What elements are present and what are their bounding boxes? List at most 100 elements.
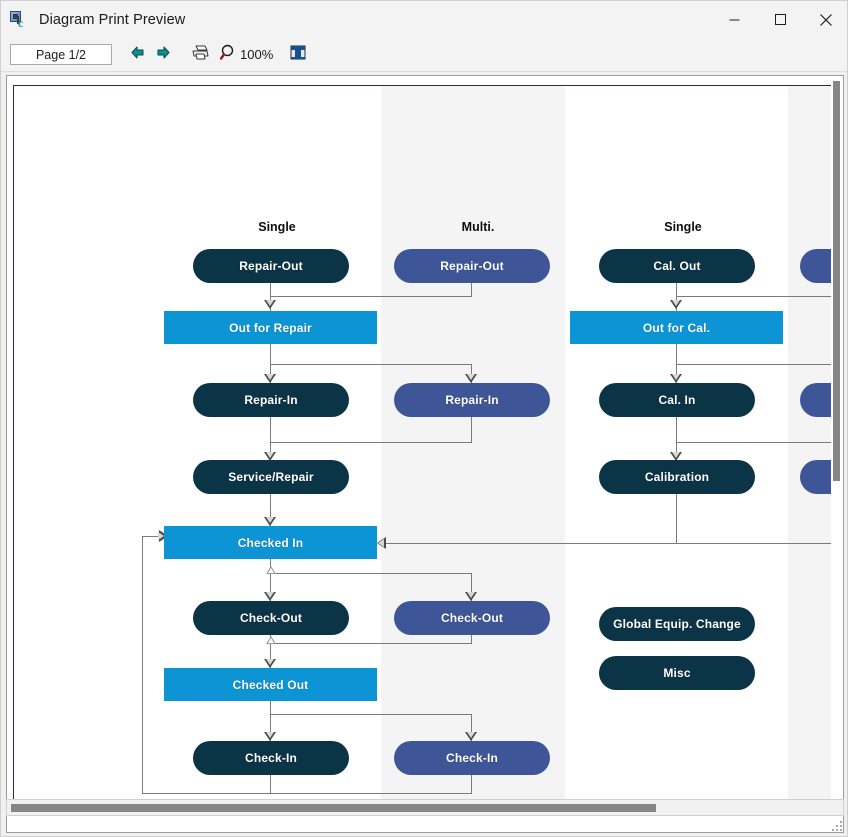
zoom-level-label: 100% — [240, 47, 274, 62]
connector-arrowhead — [670, 452, 682, 461]
connector-line — [471, 775, 472, 793]
zoom-control[interactable]: 100% — [214, 43, 273, 67]
node-repair-out-multi[interactable]: Repair-Out — [394, 249, 550, 283]
connector-line — [676, 494, 677, 543]
connector-line — [384, 543, 832, 544]
node-repair-out-single[interactable]: Repair-Out — [193, 249, 349, 283]
connector-arrowhead — [670, 374, 682, 383]
connector-line — [270, 643, 472, 644]
connector-arrowhead — [264, 659, 276, 668]
print-button[interactable] — [188, 43, 214, 67]
minimize-button[interactable] — [711, 1, 757, 38]
connector-line — [270, 344, 271, 388]
vertical-scrollbar[interactable] — [831, 77, 842, 801]
export-icon — [289, 44, 307, 66]
next-page-button[interactable] — [150, 43, 176, 67]
window-controls — [711, 1, 847, 38]
node-service-repair[interactable]: Service/Repair — [193, 460, 349, 494]
close-button[interactable] — [803, 1, 847, 38]
lane-band-multi-1 — [381, 86, 565, 800]
connector-arrowhead — [377, 537, 386, 549]
node-check-in-single[interactable]: Check-In — [193, 741, 349, 775]
horizontal-scrollbar-thumb[interactable] — [11, 804, 656, 812]
page-sheet: Single Multi. Single — [13, 85, 833, 801]
connector-line — [471, 417, 472, 442]
connector-line — [270, 559, 271, 607]
connector-line — [471, 635, 472, 644]
connector-arrowhead — [465, 374, 477, 383]
arrow-right-icon — [155, 45, 172, 65]
toolbar: Page 1/2 — [1, 38, 847, 72]
node-check-out-multi[interactable]: Check-Out — [394, 601, 550, 635]
node-out-for-repair[interactable]: Out for Repair — [164, 311, 377, 344]
vertical-scrollbar-thumb[interactable] — [833, 81, 840, 481]
connector-line — [270, 364, 472, 365]
node-checked-out[interactable]: Checked Out — [164, 668, 377, 701]
lane-title-single-1: Single — [258, 220, 296, 234]
node-calibration[interactable]: Calibration — [599, 460, 755, 494]
page-indicator[interactable]: Page 1/2 — [10, 44, 112, 65]
connector-arrowhead — [266, 566, 276, 574]
printer-icon — [191, 44, 211, 66]
arrow-left-icon — [129, 45, 146, 65]
horizontal-scrollbar[interactable] — [6, 799, 844, 816]
connector-line — [270, 573, 472, 574]
connector-line — [676, 283, 677, 313]
connector-arrowhead — [158, 530, 168, 542]
connector-line — [471, 283, 472, 296]
connector-line — [270, 296, 472, 297]
connector-line — [270, 714, 472, 715]
node-repair-in-single[interactable]: Repair-In — [193, 383, 349, 417]
app-icon: c — [9, 10, 29, 30]
connector-line — [676, 442, 832, 443]
connector-line — [471, 573, 472, 607]
previous-page-button[interactable] — [124, 43, 150, 67]
connector-line — [676, 364, 832, 365]
connector-line — [676, 344, 677, 388]
connector-arrowhead — [264, 592, 276, 601]
connector-arrowhead — [264, 517, 276, 526]
node-check-in-multi[interactable]: Check-In — [394, 741, 550, 775]
connector-line — [270, 775, 271, 793]
node-calibration-multi[interactable] — [800, 460, 832, 494]
connector-arrowhead — [465, 592, 477, 601]
node-out-for-cal[interactable]: Out for Cal. — [570, 311, 783, 344]
connector-line — [142, 536, 143, 794]
connector-arrowhead — [266, 636, 276, 644]
connector-line — [676, 417, 677, 465]
connector-line — [270, 283, 271, 313]
diagram-canvas: Single Multi. Single — [14, 86, 832, 800]
node-global-equip-change[interactable]: Global Equip. Change — [599, 607, 755, 641]
node-cal-in-multi[interactable] — [800, 383, 832, 417]
title-bar: c Diagram Print Preview — [1, 1, 847, 38]
connector-line — [270, 442, 472, 443]
node-cal-out-single[interactable]: Cal. Out — [599, 249, 755, 283]
connector-arrowhead — [264, 300, 276, 309]
connector-line — [270, 701, 271, 747]
connector-line — [270, 417, 271, 465]
node-cal-in-single[interactable]: Cal. In — [599, 383, 755, 417]
connector-arrowhead — [670, 300, 682, 309]
node-misc[interactable]: Misc — [599, 656, 755, 690]
magnifier-icon — [219, 44, 238, 66]
node-checked-in[interactable]: Checked In — [164, 526, 377, 559]
node-cal-out-multi[interactable] — [800, 249, 832, 283]
connector-line — [270, 494, 271, 532]
lane-title-multi-1: Multi. — [461, 220, 495, 234]
node-repair-in-multi[interactable]: Repair-In — [394, 383, 550, 417]
window-title: Diagram Print Preview — [39, 11, 186, 28]
resize-grip[interactable] — [830, 819, 844, 833]
connector-line — [270, 635, 271, 674]
maximize-button[interactable] — [757, 1, 803, 38]
lane-title-single-2: Single — [664, 220, 702, 234]
connector-line — [142, 536, 162, 537]
lane-band-multi-2 — [788, 86, 832, 800]
connector-arrowhead — [465, 732, 477, 741]
node-check-out-single[interactable]: Check-Out — [193, 601, 349, 635]
connector-line — [676, 296, 832, 297]
connector-line — [471, 714, 472, 747]
export-button[interactable] — [285, 43, 311, 67]
preview-area[interactable]: Single Multi. Single — [6, 75, 844, 833]
connector-arrowhead — [264, 452, 276, 461]
